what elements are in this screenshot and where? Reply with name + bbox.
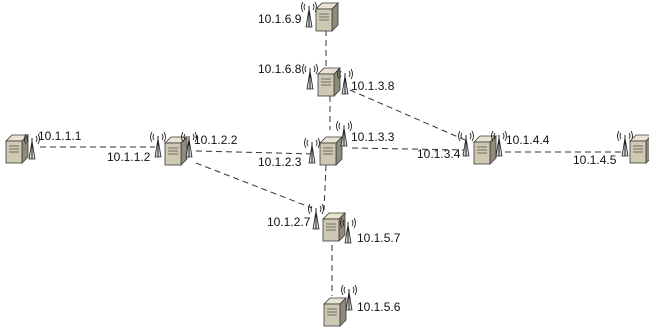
- label-10-1-1-1: 10.1.1.1: [38, 129, 82, 143]
- device-10-1-2-3: [304, 120, 352, 166]
- server-icon: [629, 134, 649, 164]
- antenna-icon: [304, 137, 320, 164]
- device-10-1-4-5: [617, 130, 649, 164]
- link-1123-1157: [323, 164, 327, 211]
- device-10-1-1-2: [150, 131, 197, 166]
- label-10-1-3-3: 10.1.3.3: [351, 130, 395, 144]
- device-10-1-1-1: [5, 133, 40, 164]
- device-10-1-6-8: [302, 63, 353, 97]
- server-icon: [164, 136, 188, 166]
- antenna-icon: [302, 63, 318, 90]
- links: [40, 30, 625, 296]
- label-10-1-1-2: 10.1.1.2: [107, 150, 151, 164]
- device-10-1-5-6: [323, 284, 357, 327]
- link-1138-1144: [349, 89, 466, 141]
- label-10-1-6-9: 10.1.6.9: [258, 12, 302, 26]
- server-icon: [323, 297, 347, 327]
- label-10-1-2-3: 10.1.2.3: [258, 155, 302, 169]
- link-1133-1134: [351, 147, 466, 151]
- link-1122-1123: [195, 150, 315, 155]
- antenna-icon: [150, 131, 166, 158]
- antenna-icon: [458, 130, 474, 157]
- link-1122-1127: [195, 162, 313, 209]
- label-10-1-4-5: 10.1.4.5: [573, 153, 617, 167]
- label-10-1-3-4: 10.1.3.4: [417, 147, 461, 161]
- labels: 10.1.6.9 10.1.6.8 10.1.3.8 10.1.1.1 10.1…: [38, 12, 617, 314]
- antenna-icon: [301, 1, 317, 28]
- server-icon: [319, 136, 343, 166]
- label-10-1-3-8: 10.1.3.8: [351, 79, 395, 93]
- device-10-1-5-7: [308, 203, 356, 244]
- antenna-icon: [308, 203, 324, 230]
- server-icon: [315, 2, 339, 32]
- label-10-1-5-6: 10.1.5.6: [357, 300, 401, 314]
- label-10-1-5-7: 10.1.5.7: [357, 231, 401, 245]
- server-icon: [317, 67, 341, 97]
- label-10-1-2-7: 10.1.2.7: [267, 215, 311, 229]
- device-10-1-6-9: [301, 1, 339, 32]
- label-10-1-6-8: 10.1.6.8: [258, 62, 302, 76]
- label-10-1-2-2: 10.1.2.2: [194, 133, 238, 147]
- label-10-1-4-4: 10.1.4.4: [506, 133, 550, 147]
- device-10-1-4-4: [458, 130, 507, 165]
